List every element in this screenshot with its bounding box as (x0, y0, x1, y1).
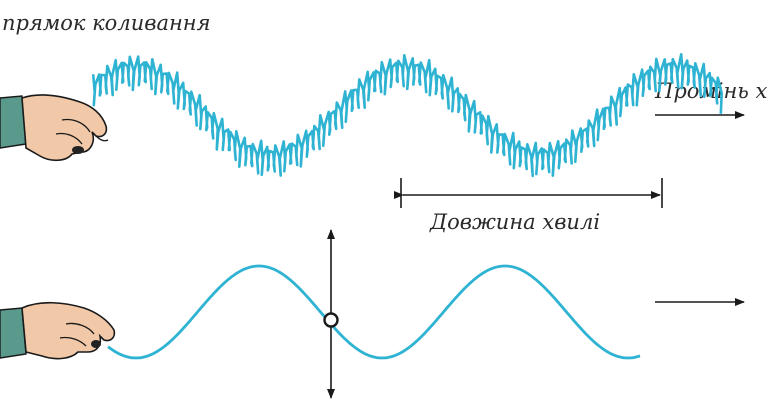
oscillation-axis (323, 229, 339, 399)
direction-label: прямок коливання (2, 11, 211, 35)
hand-icon (0, 301, 116, 360)
wavelength-marker (394, 178, 663, 208)
spring-wave (91, 53, 723, 178)
wavelength-label: Довжина хвилі (429, 210, 600, 234)
string-wave (107, 264, 641, 360)
particle-point (323, 312, 339, 328)
hand-icon (0, 94, 109, 162)
